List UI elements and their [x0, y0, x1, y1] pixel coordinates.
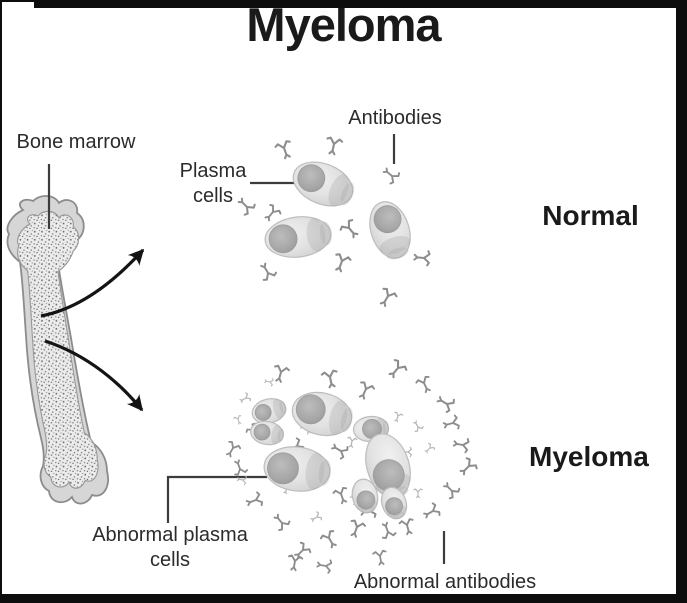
normal-cell-cluster — [234, 136, 431, 310]
antibody-icon — [328, 439, 350, 461]
arrow-to-myeloma — [44, 339, 144, 412]
plasma-cell — [380, 486, 408, 520]
plasma-cells-label: Plasma cells — [179, 160, 247, 207]
cell-nucleus — [253, 423, 271, 441]
antibody-icon — [441, 414, 461, 433]
plasma-cell — [251, 398, 287, 424]
frame-right — [676, 0, 687, 603]
arrow-to-normal — [40, 248, 145, 318]
antibody-icon — [285, 554, 304, 572]
abnormal-antibodies-label: Abnormal antibodies — [353, 571, 537, 593]
antibody-icon — [270, 510, 292, 533]
antibody-icon — [391, 411, 404, 424]
plasma-cell — [369, 201, 411, 260]
antibody-icon — [319, 528, 341, 551]
antibody-icon — [256, 260, 278, 283]
antibody-icon — [452, 435, 470, 454]
frame-top — [34, 0, 687, 8]
antibody-icon — [412, 249, 431, 267]
antibody-icon — [379, 164, 402, 186]
antibody-icon — [346, 518, 367, 540]
bone-marrow-texture — [17, 210, 99, 489]
antibody-icon — [274, 139, 296, 162]
myeloma-section-label: Myeloma — [529, 441, 649, 472]
antibody-icon — [233, 414, 244, 426]
antibody-icon — [354, 380, 376, 402]
cell-nucleus — [297, 164, 326, 193]
abnormal-plasma-cells-pointer — [166, 475, 267, 523]
antibody-icon — [410, 418, 425, 433]
cell-nucleus — [295, 394, 326, 425]
abnormal-plasma-cells-label: Abnormal plasma cells — [92, 524, 248, 571]
antibody-icon — [338, 217, 363, 242]
plasma-cell — [264, 216, 332, 258]
antibody-icon — [377, 520, 397, 540]
antibody-icon — [414, 374, 435, 395]
cell-nucleus — [267, 452, 299, 485]
cell-nucleus — [268, 224, 298, 254]
plasma-cell — [263, 446, 331, 492]
antibody-icon — [320, 369, 341, 390]
antibody-icon — [439, 478, 462, 501]
antibody-icon — [456, 456, 479, 479]
plasma-cell — [250, 420, 284, 446]
antibody-icon — [332, 486, 352, 506]
antibodies-label: Antibodies — [348, 107, 442, 129]
plasma-cell — [292, 161, 355, 207]
antibody-icon — [420, 501, 442, 523]
antibody-icon — [323, 136, 344, 157]
antibody-icon — [244, 491, 264, 511]
antibody-icon — [375, 286, 399, 310]
cell-nucleus — [373, 205, 402, 234]
antibody-icon — [237, 391, 252, 406]
antibody-icon — [413, 488, 423, 499]
cell-nucleus — [356, 490, 376, 510]
normal-section-label: Normal — [542, 200, 639, 231]
plasma-cell — [351, 478, 379, 514]
antibody-icon — [422, 442, 436, 456]
cell-nucleus — [385, 497, 403, 516]
antibody-icon — [261, 202, 283, 225]
frame-left — [0, 0, 2, 603]
antibody-icon — [222, 439, 242, 460]
antibody-icon — [308, 510, 323, 525]
antibody-icon — [270, 364, 291, 385]
cell-nucleus — [254, 404, 272, 421]
antibody-icon — [372, 549, 389, 567]
antibody-icon — [330, 252, 352, 275]
antibody-icon — [398, 517, 417, 537]
plasma-cell — [291, 391, 353, 437]
antibody-icon — [434, 392, 457, 414]
antibody-icon — [384, 357, 409, 382]
antibody-icon — [345, 436, 358, 449]
antibody-icon — [263, 376, 274, 387]
frame-bottom — [0, 594, 687, 603]
bone-illustration — [6, 195, 109, 505]
diagram-title: Myeloma — [246, 0, 441, 51]
antibody-icon — [315, 557, 333, 574]
antibody-icon — [230, 457, 249, 477]
plasma-cell — [365, 433, 411, 500]
myeloma-cell-cluster — [222, 357, 479, 574]
bone-marrow-label: Bone marrow — [16, 131, 136, 153]
